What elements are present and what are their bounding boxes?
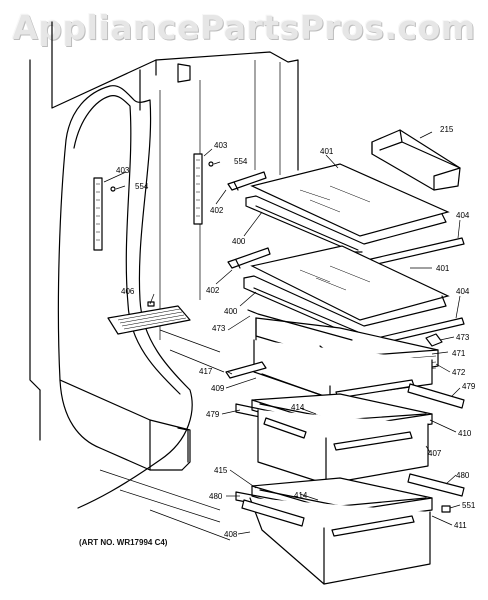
label-402-lower: 402: [206, 286, 220, 295]
label-554-left: 554: [135, 182, 149, 191]
art-number: (ART NO. WR17994 C4): [79, 538, 168, 547]
shelf-ladder-rail-left: [93, 177, 116, 251]
label-554-right: 554: [234, 157, 248, 166]
part-number-labels: 215 401 403 554 403 554 402 404 400 401 …: [116, 125, 476, 539]
label-401-lower: 401: [436, 264, 450, 273]
label-400-upper: 400: [232, 237, 246, 246]
label-414-lower: 414: [294, 491, 308, 500]
label-473-left: 473: [212, 324, 226, 333]
label-471: 471: [452, 349, 466, 358]
label-479-right: 479: [462, 382, 476, 391]
label-415: 415: [214, 466, 228, 475]
watermark-text: AppliancePartsPros.com: [12, 8, 476, 47]
light-shield-406: [107, 301, 191, 335]
label-551: 551: [462, 501, 476, 510]
cabinet-liner: [29, 21, 299, 541]
label-402-upper: 402: [210, 206, 224, 215]
label-410: 410: [458, 429, 472, 438]
label-409: 409: [211, 384, 225, 393]
label-407: 407: [428, 449, 442, 458]
label-479-left: 479: [206, 410, 220, 419]
door-bin-215: [371, 129, 461, 191]
crisper-pan-407: [251, 393, 433, 485]
label-401-upper: 401: [320, 147, 334, 156]
leader-lines: [103, 131, 461, 535]
crisper-pan-408: [235, 473, 465, 585]
label-414-upper: 414: [291, 403, 305, 412]
label-473-right: 473: [456, 333, 470, 342]
shelf-ladder-rail-right: [193, 153, 214, 225]
upper-glass-shelf: [227, 163, 465, 269]
label-400-lower: 400: [224, 307, 238, 316]
label-404-lower: 404: [456, 287, 470, 296]
label-404-upper: 404: [456, 211, 470, 220]
label-411: 411: [454, 521, 467, 530]
label-480-left: 480: [209, 492, 223, 501]
label-215: 215: [440, 125, 454, 134]
label-480-right: 480: [456, 471, 470, 480]
label-403-right: 403: [214, 141, 228, 150]
label-472: 472: [452, 368, 466, 377]
label-406: 406: [121, 287, 135, 296]
label-408: 408: [224, 530, 238, 539]
label-403-left: 403: [116, 166, 130, 175]
label-417: 417: [199, 367, 213, 376]
